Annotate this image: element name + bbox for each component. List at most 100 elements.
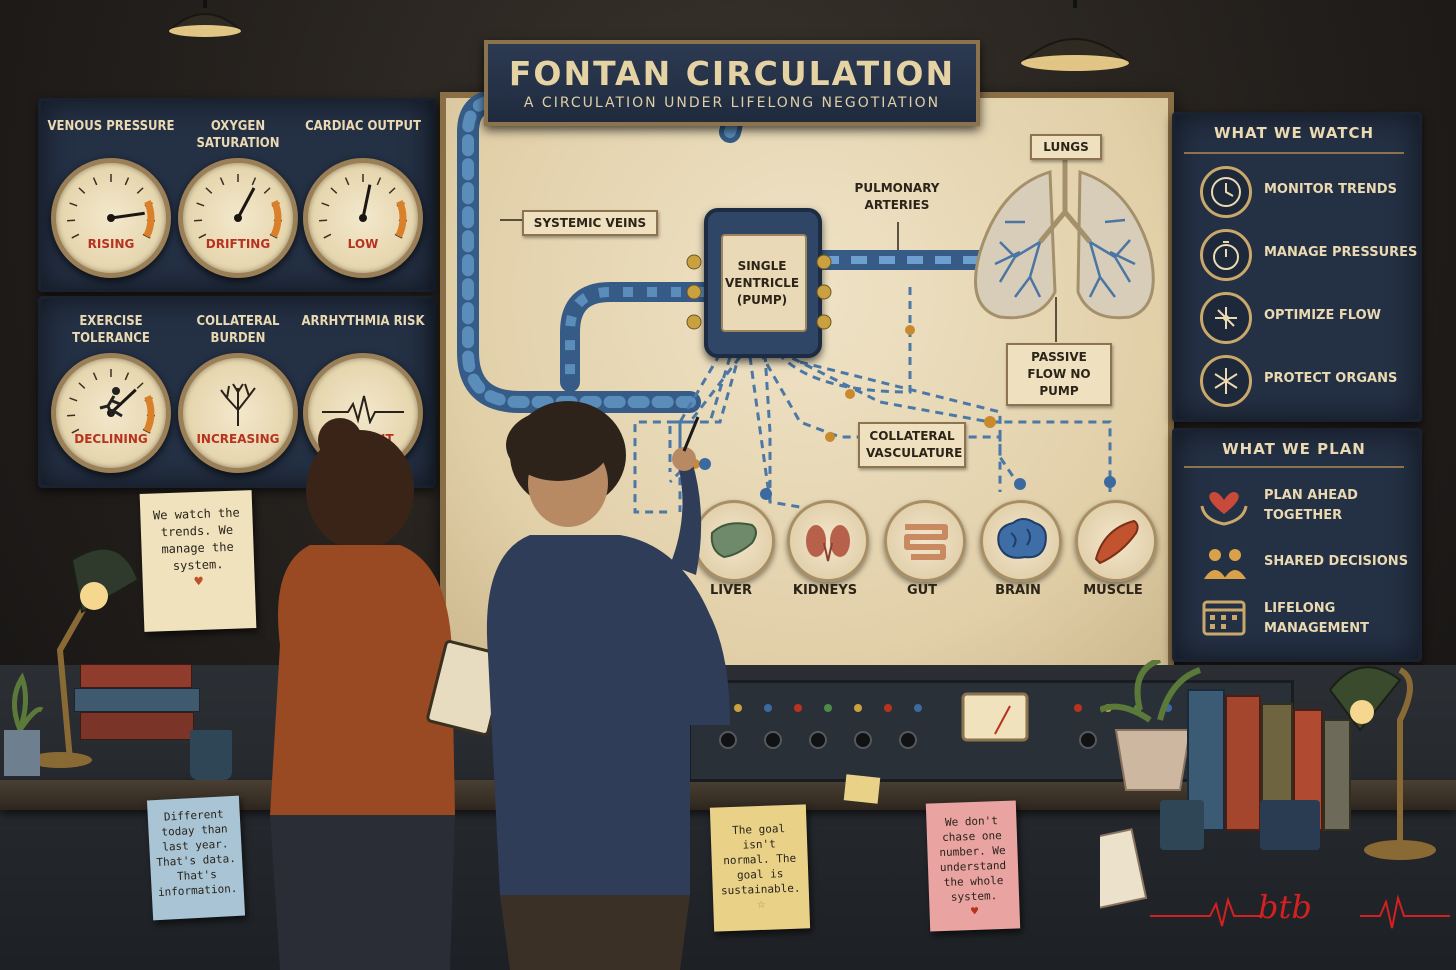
flow-diagram bbox=[457, 92, 1155, 562]
gauge-tick bbox=[198, 233, 207, 239]
gauge-tick bbox=[344, 177, 350, 186]
gauge-needle-line bbox=[110, 211, 145, 220]
gauge-cardiac-output: LOW bbox=[303, 158, 423, 278]
heart-icon: ♥ bbox=[194, 573, 204, 591]
gauge-needle-line bbox=[361, 184, 372, 219]
liver-icon bbox=[710, 522, 757, 559]
note-text: The goal isn't normal. The goal is susta… bbox=[720, 822, 801, 898]
gauge-tick bbox=[323, 233, 332, 239]
watch-item-pressures: MANAGE PRESSURES bbox=[1264, 245, 1418, 260]
gauge-status: DRIFTING bbox=[205, 237, 271, 251]
gauge-tick bbox=[69, 397, 78, 402]
gauge-venous-pressure: RISING bbox=[51, 158, 171, 278]
signature-text: btb bbox=[1258, 888, 1312, 926]
gauge-label-output: CARDIAC OUTPUT bbox=[305, 119, 421, 134]
gauge-needle bbox=[67, 174, 155, 239]
gauge-needle bbox=[67, 369, 155, 434]
watch-item-monitor: MONITOR TRENDS bbox=[1264, 182, 1397, 197]
plan-item-ahead: PLAN AHEAD TOGETHER bbox=[1264, 488, 1358, 523]
gauge-alert-zone bbox=[395, 199, 407, 238]
small-sticky-note bbox=[843, 774, 881, 804]
watch-item-organs: PROTECT ORGANS bbox=[1264, 371, 1398, 386]
gauge-label-arrhythmia: ARRHYTHMIA RISK bbox=[301, 314, 425, 329]
page-subtitle: A CIRCULATION UNDER LIFELONG NEGOTIATION bbox=[523, 95, 941, 111]
gauge-needle-line bbox=[109, 388, 137, 415]
gauge-status: DECLINING bbox=[74, 432, 148, 446]
gauge-status: LOW bbox=[347, 237, 379, 251]
gauge-exercise-tolerance: DECLINING bbox=[51, 353, 171, 473]
flow-icon bbox=[1200, 292, 1252, 344]
watch-heading: WHAT WE WATCH bbox=[1213, 124, 1375, 142]
gauge-alert-zone bbox=[143, 199, 155, 238]
brain-icon bbox=[997, 518, 1047, 559]
people-icon bbox=[1204, 549, 1246, 579]
gauge-needle bbox=[194, 174, 282, 239]
calendar-icon bbox=[1202, 600, 1246, 636]
gauge-alert-zone bbox=[143, 394, 155, 433]
organ-muscle bbox=[1075, 500, 1157, 582]
plan-item-lifelong: LIFELONG MANAGEMENT bbox=[1264, 601, 1370, 636]
book bbox=[80, 664, 192, 688]
gauge-collateral-burden: INCREASING bbox=[178, 353, 298, 473]
organ-label-kidneys: KIDNEYS bbox=[792, 583, 858, 598]
heart-hands-icon bbox=[1200, 492, 1248, 526]
note-text: Different today than last year. That's d… bbox=[156, 807, 238, 900]
heart-icon: ♥ bbox=[970, 903, 979, 919]
mug bbox=[190, 730, 232, 780]
note-watch-trends: We watch the trends. We manage the syste… bbox=[139, 490, 257, 632]
gauge-tick bbox=[136, 382, 144, 389]
gauge-tick bbox=[219, 177, 225, 186]
tree-icon bbox=[220, 383, 256, 426]
kidneys-icon bbox=[806, 525, 850, 562]
gauge-hub bbox=[359, 214, 367, 222]
note-goal: The goal isn't normal. The goal is susta… bbox=[709, 804, 811, 932]
gauge-needle-line bbox=[236, 187, 256, 219]
gauge-hub bbox=[107, 214, 115, 222]
plan-item-shared: SHARED DECISIONS bbox=[1264, 554, 1409, 569]
gauge-tick bbox=[124, 372, 130, 381]
gauge-tick bbox=[321, 202, 330, 207]
organ-kidneys bbox=[787, 500, 869, 582]
endpoint-dots bbox=[699, 458, 1116, 500]
gauge-tick bbox=[92, 177, 98, 186]
plan-heading: WHAT WE PLAN bbox=[1222, 440, 1366, 458]
gauge-tick bbox=[124, 177, 130, 186]
organ-label-brain: BRAIN bbox=[995, 583, 1041, 598]
ecg-icon bbox=[322, 395, 404, 424]
clock-icon bbox=[1200, 166, 1252, 218]
muscle-icon bbox=[1094, 519, 1139, 565]
running-figure-icon bbox=[99, 387, 123, 418]
gauge-label-oxygen: OXYGEN SATURATION bbox=[196, 119, 280, 151]
collateral-label: COLLATERAL VASCULATURE bbox=[858, 422, 966, 468]
gauge-tick bbox=[388, 187, 396, 194]
organ-gut bbox=[884, 500, 966, 582]
organ-brain bbox=[980, 500, 1062, 582]
gauge-tick bbox=[67, 414, 76, 417]
gauge-tick bbox=[71, 233, 80, 239]
passive-flow-label: PASSIVE FLOW NO PUMP bbox=[1006, 343, 1112, 406]
desk-lamp-left bbox=[28, 547, 140, 768]
gauge-tick bbox=[205, 187, 213, 194]
gauge-label-venous: VENOUS PRESSURE bbox=[47, 119, 175, 134]
lungs-label: LUNGS bbox=[1030, 134, 1102, 160]
pump-label: SINGLE VENTRICLE (PUMP) bbox=[724, 259, 800, 307]
gauge-tick bbox=[78, 382, 86, 389]
gauge-tick bbox=[263, 187, 271, 194]
gauge-tick bbox=[194, 219, 203, 222]
organ-label-muscle: MUSCLE bbox=[1083, 583, 1143, 598]
gauge-tick bbox=[71, 428, 80, 434]
page-title: FONTAN CIRCULATION bbox=[508, 54, 956, 93]
gauge-hub bbox=[234, 214, 242, 222]
title-plate: FONTAN CIRCULATION A CIRCULATION UNDER L… bbox=[484, 40, 980, 126]
collateral-lines bbox=[633, 282, 1112, 562]
organ-label-liver: LIVER bbox=[709, 583, 753, 598]
desk-right-items bbox=[1100, 660, 1436, 922]
watch-item-flow: OPTIMIZE FLOW bbox=[1264, 308, 1381, 323]
pump-bolts bbox=[686, 254, 832, 330]
snowflake-icon bbox=[1200, 355, 1252, 407]
gauge-oxygen-saturation: DRIFTING bbox=[178, 158, 298, 278]
gauge-alert-zone bbox=[270, 199, 282, 238]
systemic-veins-label: SYSTEMIC VEINS bbox=[522, 210, 658, 236]
gauge-tick bbox=[319, 219, 328, 222]
